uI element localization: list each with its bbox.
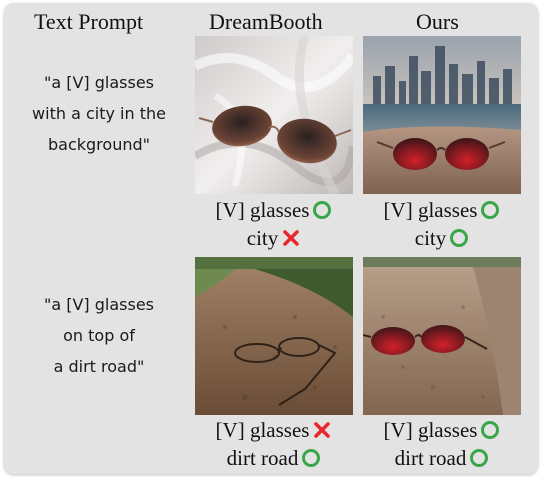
circle-check-icon (312, 200, 332, 226)
prompt-row-1-line-2: with a city in the (32, 104, 166, 123)
prompt-row-2: "a [V] glasses on top of a dirt road" (4, 289, 194, 382)
label-text: [V] glasses (383, 198, 478, 222)
label-text: dirt road (226, 446, 299, 470)
header-ours: Ours (416, 9, 459, 34)
label-text: [V] glasses (215, 418, 310, 442)
label-dreambooth-city-line1: [V] glasses (195, 197, 353, 223)
label-ours-city-line2: city (363, 225, 521, 251)
circle-check-icon (469, 448, 489, 474)
label-ours-city-line1: [V] glasses (363, 197, 521, 223)
prompt-row-2-line-3: a dirt road" (53, 357, 145, 376)
image-ours-city (363, 36, 521, 194)
circle-check-icon (449, 228, 469, 254)
header-text-prompt: Text Prompt (34, 9, 144, 34)
label-dreambooth-dirt-line2: dirt road (195, 445, 353, 471)
label-ours-dirt-line1: [V] glasses (363, 417, 521, 443)
label-dreambooth-city-line2: city (195, 225, 353, 251)
image-ours-dirt-road (363, 257, 521, 415)
figure-panel: Text Prompt DreamBooth Ours "a [V] glass… (4, 3, 538, 474)
label-text: [V] glasses (383, 418, 478, 442)
circle-check-icon (480, 200, 500, 226)
label-dreambooth-dirt-line1: [V] glasses (195, 417, 353, 443)
label-text: dirt road (394, 446, 467, 470)
prompt-row-1-line-1: "a [V] glasses (43, 73, 155, 92)
label-text: city (246, 226, 279, 250)
image-dreambooth-city (195, 36, 353, 194)
image-dreambooth-dirt-road (195, 257, 353, 415)
label-text: [V] glasses (215, 198, 310, 222)
label-text: city (414, 226, 447, 250)
header-dreambooth: DreamBooth (209, 9, 323, 34)
cross-icon (312, 420, 332, 446)
circle-check-icon (480, 420, 500, 446)
circle-check-icon (301, 448, 321, 474)
prompt-row-2-line-2: on top of (63, 326, 135, 345)
cross-icon (281, 228, 301, 254)
label-ours-dirt-line2: dirt road (363, 445, 521, 471)
prompt-row-1-line-3: background" (48, 135, 150, 154)
prompt-row-1: "a [V] glasses with a city in the backgr… (4, 67, 194, 160)
prompt-row-2-line-1: "a [V] glasses (43, 295, 155, 314)
